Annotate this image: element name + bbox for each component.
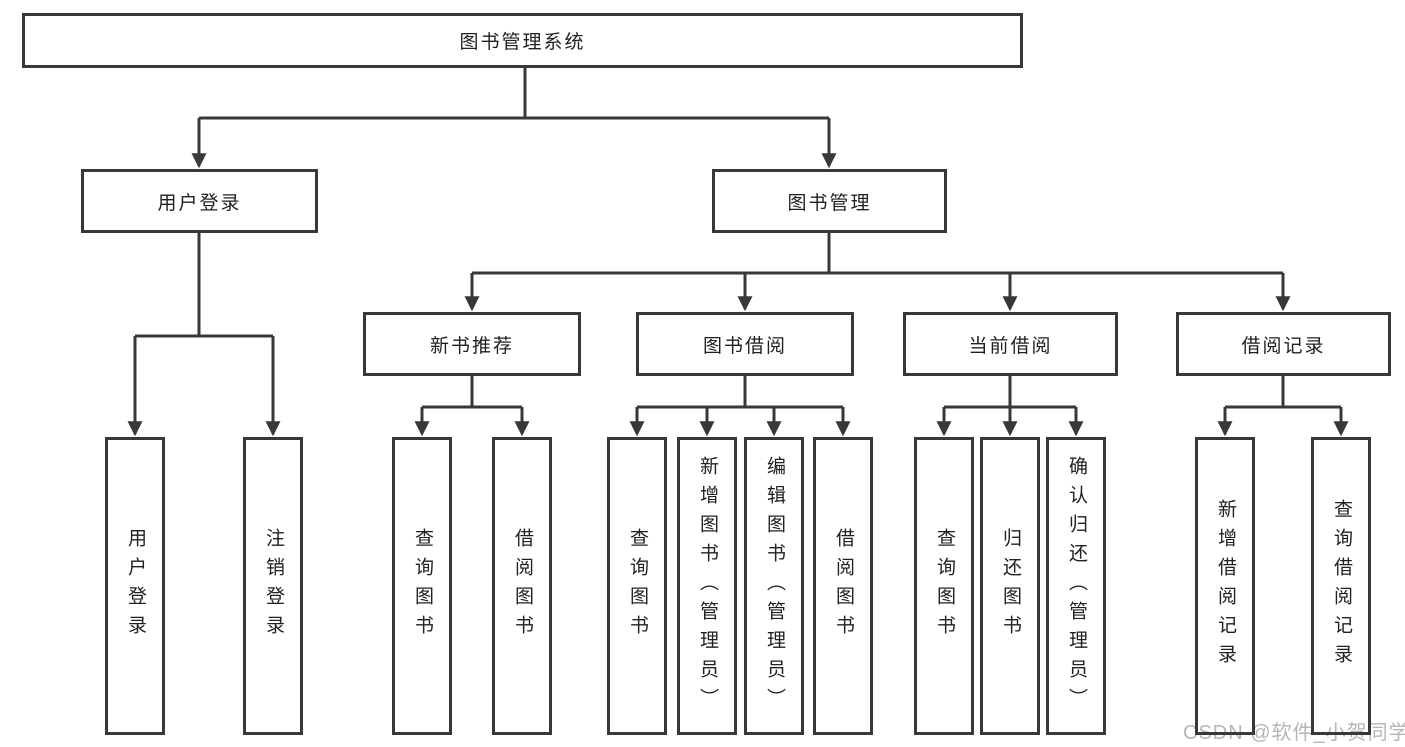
node-leaf-borrow-books-borrowing: 借阅图书 (813, 437, 873, 735)
node-borrowing-records: 借阅记录 (1176, 312, 1391, 376)
node-book-management: 图书管理 (712, 169, 947, 233)
node-new-book-recommendation: 新书推荐 (363, 312, 581, 376)
node-leaf-search-books-borrowing: 查询图书 (607, 437, 667, 735)
node-leaf-add-book-admin: 新增图书（管理员） (677, 437, 737, 735)
node-leaf-search-borrow-record: 查询借阅记录 (1311, 437, 1371, 735)
node-leaf-user-login: 用户登录 (105, 437, 165, 735)
csdn-watermark: CSDN @软件_小贺同学 (1183, 722, 1405, 744)
node-leaf-edit-book-admin: 编辑图书（管理员） (744, 437, 804, 735)
node-leaf-return-books: 归还图书 (980, 437, 1040, 735)
node-book-borrowing: 图书借阅 (636, 312, 854, 376)
node-leaf-borrow-books-recommend: 借阅图书 (492, 437, 552, 735)
node-current-borrowing: 当前借阅 (903, 312, 1118, 376)
node-leaf-search-books-recommend: 查询图书 (392, 437, 452, 735)
node-user-login: 用户登录 (81, 169, 318, 233)
node-leaf-logout: 注销登录 (243, 437, 303, 735)
node-leaf-add-borrow-record: 新增借阅记录 (1195, 437, 1255, 735)
node-leaf-confirm-return-admin: 确认归还（管理员） (1046, 437, 1106, 735)
node-library-management-system: 图书管理系统 (22, 13, 1023, 68)
node-leaf-search-books-current: 查询图书 (914, 437, 974, 735)
